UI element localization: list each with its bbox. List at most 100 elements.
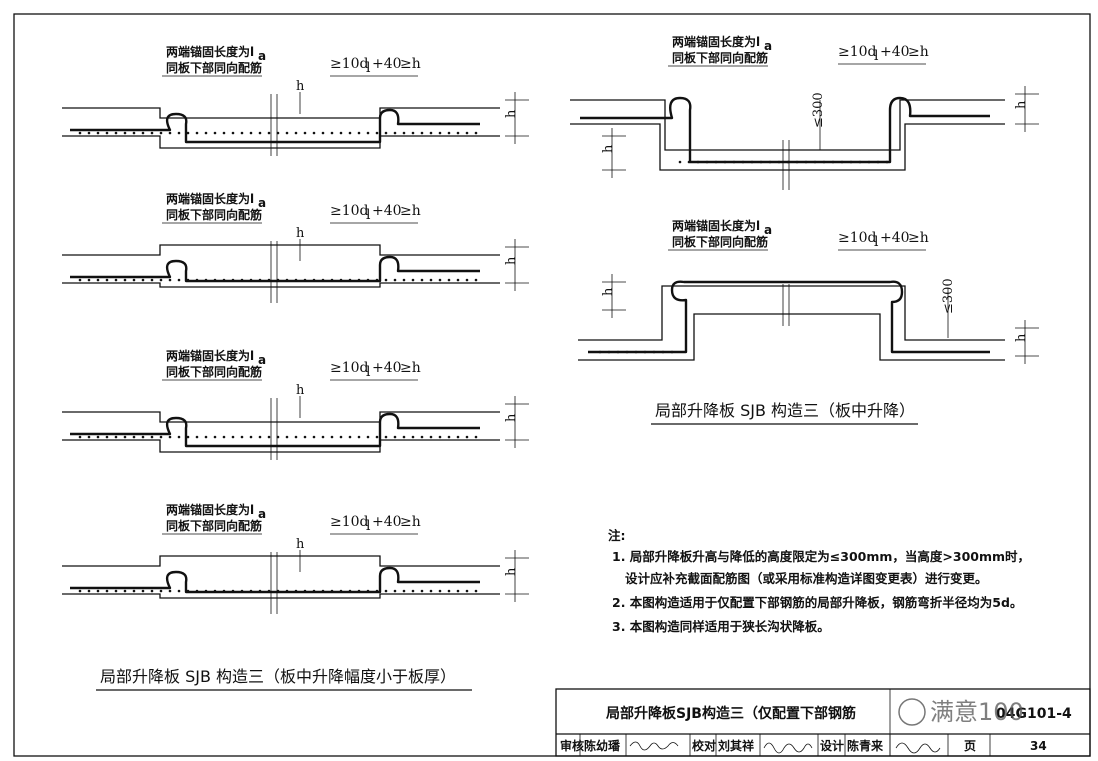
caption-left: 局部升降板 SJB 构造三（板中升降幅度小于板厚）: [100, 667, 456, 686]
dim-lap-sub: l: [366, 207, 371, 223]
rebar-dot: [159, 131, 163, 135]
rebar-dot: [303, 131, 307, 135]
notes-block: 注: 1. 局部升降板升高与降低的高度限定为≤300mm，当高度>300mm时，…: [608, 528, 1030, 634]
rebar-dot: [438, 435, 442, 439]
slab-top-edge: [62, 555, 500, 567]
rebar-dot: [849, 160, 853, 164]
rebar-dot: [231, 435, 235, 439]
rebar-dot: [447, 589, 451, 593]
rebar-dot: [141, 589, 145, 593]
rebar-dot: [456, 589, 460, 593]
anchor-label: 两端锚固长度为l: [166, 191, 254, 206]
rebar-dot: [465, 589, 469, 593]
rebar-dot: [78, 278, 82, 282]
rebar-dot: [661, 350, 665, 354]
rebar-dot: [723, 160, 727, 164]
rebar-dot: [465, 278, 469, 282]
slab-top-edge: [62, 244, 500, 256]
rebar-dot: [411, 435, 415, 439]
rebar-dot: [411, 278, 415, 282]
rebar-dot: [339, 589, 343, 593]
rebar-dot: [87, 278, 91, 282]
rebar-dot: [123, 131, 127, 135]
note-line-2: 设计应补充截面配筋图（或采用标准构造详图变更表）进行变更。: [612, 571, 988, 586]
notes-title: 注:: [608, 528, 626, 543]
rebar-dot: [87, 435, 91, 439]
rebar-dot: [321, 435, 325, 439]
rebar-dot: [231, 131, 235, 135]
rebar-dot: [411, 589, 415, 593]
dim-h: h: [504, 109, 519, 118]
rebar-dot: [249, 278, 253, 282]
dim-plus: +40: [372, 360, 402, 376]
rebar-dot: [384, 131, 388, 135]
dim-h: h: [296, 537, 305, 552]
rebar-dot: [474, 589, 478, 593]
rebar-dot: [312, 435, 316, 439]
rebar-label: 同板下部同向配筋: [672, 50, 768, 65]
rebar-dot: [222, 278, 226, 282]
rebar-dot: [330, 435, 334, 439]
rebar-dot: [303, 435, 307, 439]
rebar-dot: [195, 131, 199, 135]
rebar-dot: [616, 350, 620, 354]
rebar-dot: [105, 278, 109, 282]
rebar-dot: [132, 589, 136, 593]
rebar-dot: [705, 160, 709, 164]
rebar-dot: [222, 589, 226, 593]
rebar-dot: [204, 589, 208, 593]
dim-300: ≤300: [941, 278, 956, 314]
rebar-dot: [159, 589, 163, 593]
dim-lap-sub: l: [366, 364, 371, 380]
rebar-label: 同板下部同向配筋: [166, 364, 262, 379]
slab-bottom-edge: [578, 313, 1005, 361]
dim-300: ≤300: [811, 92, 826, 128]
rebar-dot: [303, 589, 307, 593]
rebar-dot: [465, 131, 469, 135]
slab-top-edge: [570, 99, 1005, 151]
rebar-dot: [114, 278, 118, 282]
rebar-dot: [732, 160, 736, 164]
atlas-number: 04G101-4: [996, 706, 1072, 722]
rebar-dot: [258, 278, 262, 282]
sheet-border: [13, 13, 1091, 757]
rebar-dot: [78, 435, 82, 439]
rebar-dot: [375, 589, 379, 593]
rebar-dot: [447, 131, 451, 135]
dim-lap: ≥10d: [330, 360, 369, 376]
slab-top-edge: [62, 411, 500, 423]
rebar-dot: [696, 160, 700, 164]
rebar-dot: [195, 589, 199, 593]
dim-h: h: [601, 287, 616, 296]
rebar-dot: [393, 278, 397, 282]
rebar-dot: [402, 435, 406, 439]
review-signature: [629, 741, 679, 751]
rebar-dot: [456, 131, 460, 135]
rebar-dot: [411, 131, 415, 135]
anchor-label-sub: a: [258, 196, 266, 210]
rebar-dot: [357, 131, 361, 135]
rebar-dot: [741, 160, 745, 164]
rebar-dot: [652, 350, 656, 354]
rebar-bottom: [70, 108, 480, 144]
rebar-dot: [312, 131, 316, 135]
rebar-dot: [357, 278, 361, 282]
design-label: 设计: [820, 738, 844, 753]
rebar-dot: [402, 589, 406, 593]
rebar-dot: [429, 435, 433, 439]
rebar-dot: [447, 278, 451, 282]
note-line-3: 2. 本图构造适用于仅配置下部钢筋的局部升降板，钢筋弯折半径均为5d。: [612, 595, 1022, 610]
dim-lap: ≥10d: [330, 203, 369, 219]
rebar-dot: [330, 131, 334, 135]
rebar-dot: [186, 589, 190, 593]
watermark: 满意100: [898, 698, 1024, 726]
rebar-dot: [348, 131, 352, 135]
rebar-dot: [240, 589, 244, 593]
rebar-dot: [267, 278, 271, 282]
anchor-label: 两端锚固长度为l: [166, 502, 254, 517]
rebar-dot: [78, 589, 82, 593]
dim-lap: ≥10d: [330, 56, 369, 72]
rebar-dot: [285, 589, 289, 593]
rebar-dot: [420, 589, 424, 593]
rebar-dot: [249, 589, 253, 593]
